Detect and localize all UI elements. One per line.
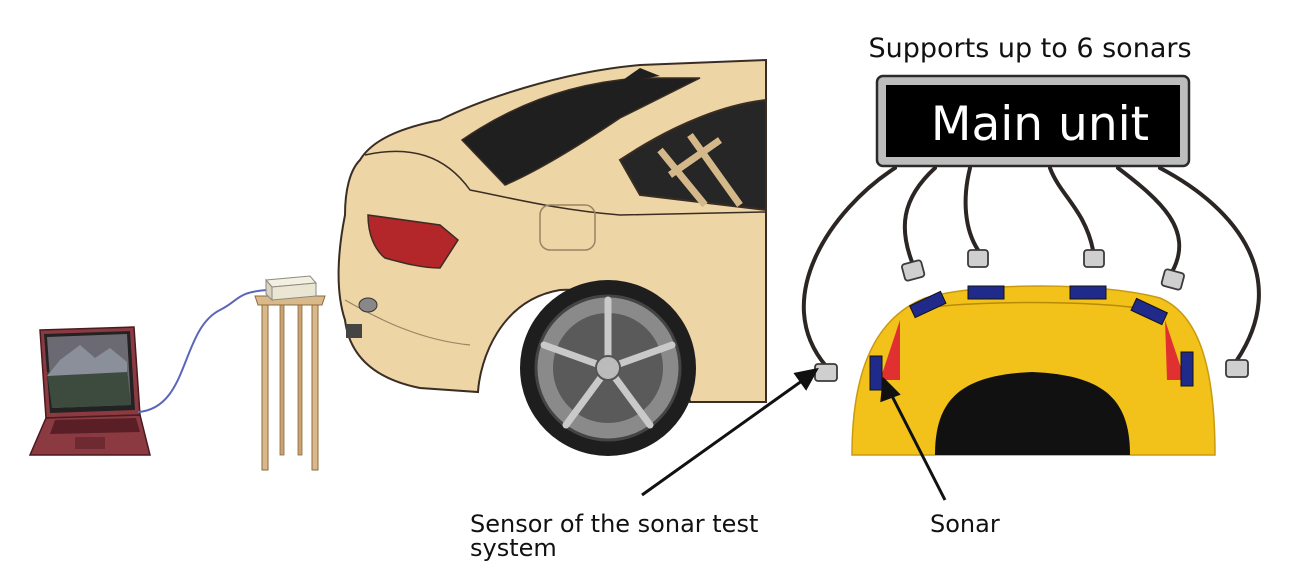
test-sensor-2: [901, 259, 926, 282]
callout-arrows: [641, 367, 947, 501]
sonar-6: [1180, 351, 1194, 387]
main-unit-cables: [801, 166, 1261, 368]
sensor-arrow: [641, 376, 807, 497]
sensor-caption-line1: Sensor of the sonar test: [470, 510, 758, 538]
test-sensor-4: [1083, 249, 1105, 268]
main-unit: Main unit: [875, 74, 1191, 168]
sonar-arrow: [888, 391, 947, 501]
main-unit-label: Main unit: [931, 97, 1149, 152]
sonar-caption: Sonar: [930, 510, 1000, 538]
test-sensor-6: [1225, 359, 1249, 378]
sonar-5: [1130, 297, 1169, 326]
test-sensor-1: [814, 363, 838, 382]
supports-caption: Supports up to 6 sonars: [868, 33, 1191, 64]
sensor-arrowhead: [793, 367, 819, 391]
sonar-3: [967, 285, 1005, 300]
yellow-car: [851, 285, 1216, 456]
test-sensor-5: [1160, 268, 1185, 291]
sonar-2: [908, 290, 947, 319]
sonar-4: [1069, 285, 1107, 300]
test-car: [337, 58, 767, 456]
sensor-caption-line2: system: [470, 534, 557, 562]
test-sensor-group: [814, 249, 1249, 382]
laptop-icon: [28, 326, 151, 456]
sonar-arrowhead: [880, 376, 901, 403]
sensor-box: [264, 275, 318, 302]
sensor-stand: [254, 295, 326, 471]
sonar-1: [869, 355, 883, 391]
laptop-cable: [137, 289, 269, 413]
sonar-group: [869, 285, 1194, 391]
test-sensor-3: [967, 249, 989, 268]
